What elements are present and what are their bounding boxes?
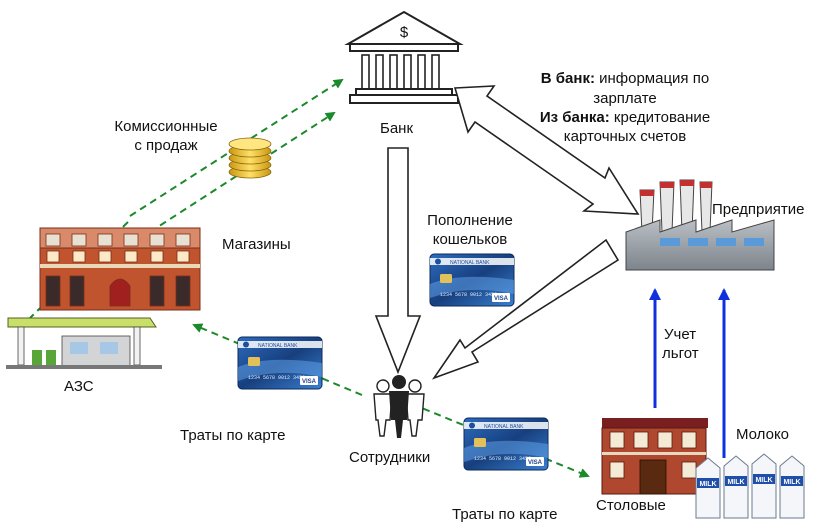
card-topup — [429, 253, 515, 307]
milk-label-3: MILK — [755, 477, 772, 484]
milk-label: Молоко — [736, 426, 790, 443]
milk-label-2: MILK — [727, 479, 744, 486]
coins-icon — [228, 137, 272, 179]
benefits-label-line2: льгот — [662, 345, 699, 362]
arrow-bank-enterprise-bidirectional — [453, 85, 640, 215]
arrow-bank-to-employees — [374, 147, 422, 375]
gas-station-icon — [6, 317, 162, 369]
commission-label-line1: Комиссионные — [114, 118, 218, 135]
canteens-label: Столовые — [596, 497, 666, 514]
enterprise-label: Предприятие — [712, 201, 805, 218]
arrow-enterprise-to-employees — [431, 238, 620, 380]
from-bank-text: кредитование — [609, 109, 711, 126]
shops-label: Магазины — [222, 236, 291, 253]
shops-building-icon — [39, 227, 201, 311]
factory-icon — [625, 179, 775, 271]
canteen-building-icon — [601, 418, 708, 495]
bank-flow-out-line2: карточных счетов — [563, 128, 687, 145]
milk-label-4: MILK — [783, 479, 800, 486]
card-spend-bottom — [463, 417, 549, 471]
spend-bottom-label: Траты по карте — [452, 506, 558, 523]
topup-label-line1: Пополнение — [427, 212, 513, 229]
spend-left-label: Траты по карте — [180, 427, 286, 444]
topup-label-line2: кошельков — [432, 231, 508, 248]
bank-flow-out-line1: Из банка: кредитование — [518, 109, 732, 127]
employees-group-icon — [373, 375, 425, 438]
to-bank-text: информация по — [594, 70, 710, 87]
card-spend-left — [237, 336, 323, 390]
benefits-label-line1: Учет — [664, 326, 697, 343]
from-bank-label: Из банка: — [539, 109, 610, 126]
arrow-employees-to-canteen — [411, 403, 590, 478]
bank-flow-in-line1: В банк: информация по — [518, 70, 732, 88]
commission-label-line2: с продаж — [134, 137, 198, 154]
bank-label: Банк — [380, 120, 414, 137]
bank-dollar-sign: $ — [400, 24, 409, 41]
to-bank-label: В банк: — [540, 70, 595, 87]
employees-label: Сотрудники — [349, 449, 431, 466]
bank-flow-in-line2: зарплате — [593, 90, 657, 107]
milk-cartons-icon: MILK MILK MILK MILK — [695, 453, 805, 519]
milk-label-1: MILK — [699, 481, 716, 488]
gas-station-label: АЗС — [64, 378, 94, 395]
bank-icon: $ — [344, 10, 464, 104]
